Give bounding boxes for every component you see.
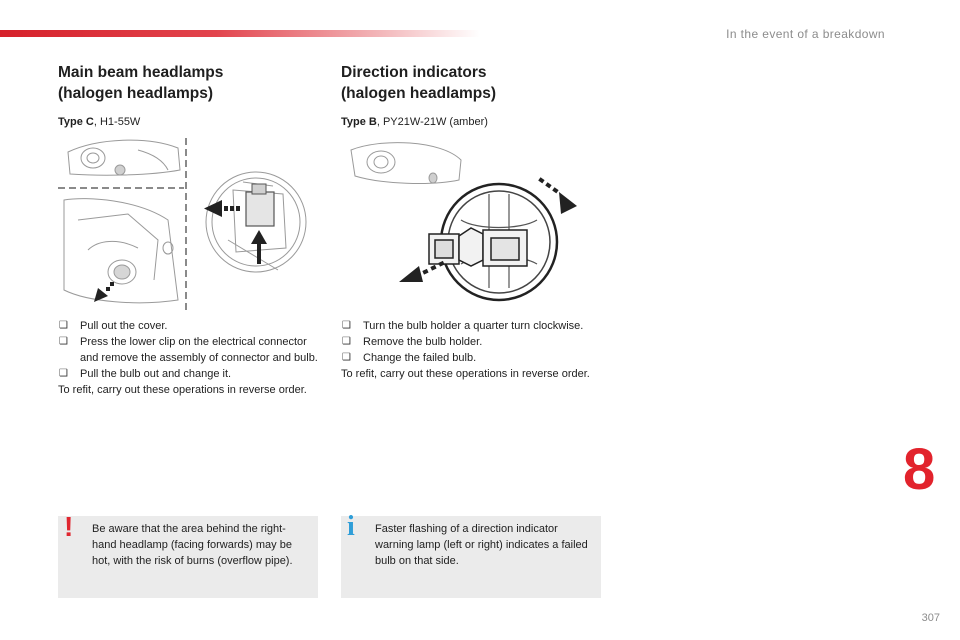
instruction-step: ❑ Change the failed bulb. <box>341 350 603 366</box>
warning-notice: ! Be aware that the area behind the righ… <box>58 511 318 598</box>
instruction-step: ❑ Pull out the cover. <box>58 318 320 334</box>
checkbox-bullet-icon: ❑ <box>59 368 68 379</box>
main-beam-instructions: ❑ Pull out the cover. ❑ Press the lower cl… <box>58 318 320 398</box>
main-beam-illustration <box>58 130 316 316</box>
instruction-step: ❑ Turn the bulb holder a quarter turn clo… <box>341 318 603 334</box>
section-title: In the event of a breakdown <box>726 27 885 41</box>
checkbox-bullet-icon: ❑ <box>342 336 351 347</box>
direction-indicator-bulb-type: Type B, PY21W-21W (amber) <box>341 116 603 128</box>
chapter-number: 8 <box>903 437 936 502</box>
warning-icon: ! <box>64 511 74 542</box>
main-beam-type-value: , H1-55W <box>93 116 141 128</box>
main-beam-type-label: Type C <box>58 116 94 128</box>
page-number: 307 <box>921 612 940 624</box>
info-notice: i Faster flashing of a direction indicat… <box>341 511 601 598</box>
refit-note: To refit, carry out these operations in … <box>58 384 307 396</box>
checkbox-bullet-icon: ❑ <box>59 336 68 347</box>
main-beam-bulb-type: Type C, H1-55W <box>58 116 320 128</box>
checkbox-bullet-icon: ❑ <box>59 320 68 331</box>
instruction-step: ❑ Press the lower clip on the electrical … <box>58 334 320 366</box>
info-notice-text: Faster flashing of a direction indicator… <box>375 523 588 567</box>
direction-indicator-type-label: Type B <box>341 116 377 128</box>
instruction-step: ❑ Pull the bulb out and change it. <box>58 366 320 382</box>
direction-indicator-type-value: , PY21W-21W (amber) <box>376 116 488 128</box>
checkbox-bullet-icon: ❑ <box>342 352 351 363</box>
main-beam-title-line1: Main beam headlamps <box>58 64 224 81</box>
instruction-text: Pull out the cover. <box>80 320 168 332</box>
warning-notice-text: Be aware that the area behind the right-… <box>92 523 293 567</box>
instruction-text: Remove the bulb holder. <box>363 336 483 348</box>
main-beam-title-line2: (halogen headlamps) <box>58 85 214 102</box>
direction-indicator-title: Direction indicators (halogen headlamps) <box>341 62 603 104</box>
instruction-text: Turn the bulb holder a quarter turn cloc… <box>363 320 584 332</box>
chapter-color-bar <box>0 30 480 37</box>
refit-note: To refit, carry out these operations in … <box>341 368 590 380</box>
direction-indicator-section: Direction indicators (halogen headlamps)… <box>341 62 603 128</box>
instruction-step: ❑ Remove the bulb holder. <box>341 334 603 350</box>
direction-indicator-illustration <box>341 130 599 316</box>
checkbox-bullet-icon: ❑ <box>342 320 351 331</box>
direction-indicator-title-line1: Direction indicators <box>341 64 487 81</box>
instruction-text: Pull the bulb out and change it. <box>80 368 232 380</box>
direction-indicator-instructions: ❑ Turn the bulb holder a quarter turn clo… <box>341 318 603 382</box>
main-beam-section: Main beam headlamps (halogen headlamps) … <box>58 62 320 128</box>
instruction-text: Press the lower clip on the electrical c… <box>80 336 318 364</box>
info-icon: i <box>347 511 355 542</box>
instruction-text: Change the failed bulb. <box>363 352 477 364</box>
main-beam-title: Main beam headlamps (halogen headlamps) <box>58 62 320 104</box>
direction-indicator-title-line2: (halogen headlamps) <box>341 85 497 102</box>
